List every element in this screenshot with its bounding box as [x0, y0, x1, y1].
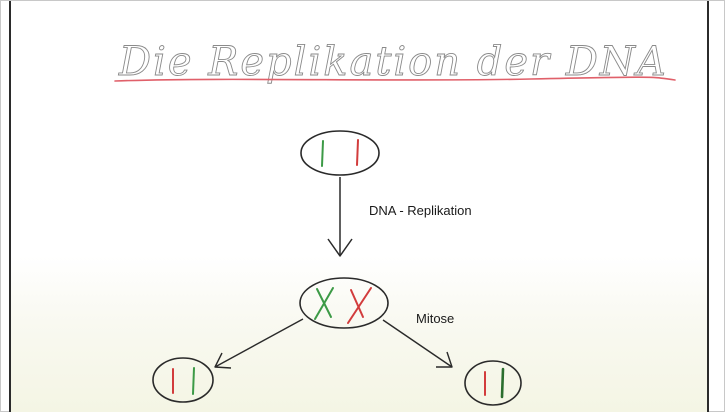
mitosis-arrow-right-line: [382, 319, 453, 368]
mitosis-arrow-right: [382, 319, 453, 368]
right-green-strand: [500, 367, 505, 399]
green-chromatid-b: [314, 287, 334, 320]
red-chromatid-b: [347, 287, 372, 324]
red-chromatid-a: [350, 289, 364, 318]
parent-cell-outline: [300, 130, 380, 176]
parent-cell: [300, 130, 380, 176]
mitosis-arrow-right-head: [436, 351, 453, 368]
replication-arrow: [327, 177, 353, 257]
whiteboard: Die Replikation der DNA DNA - Replikatio…: [9, 1, 709, 412]
parent-green-strand: [321, 140, 324, 167]
replication-label: DNA - Replikation: [369, 203, 472, 218]
replicated-cell: [299, 277, 389, 329]
mitosis-arrow-left: [214, 318, 304, 369]
daughter-cell-left: [152, 357, 214, 403]
mitosis-arrow-left-line: [214, 318, 304, 368]
daughter-cell-right: [464, 360, 522, 406]
mitosis-arrow-left-head: [214, 352, 232, 369]
replicated-cell-outline: [299, 277, 389, 329]
replication-arrow-head: [327, 238, 353, 257]
title-underline: [114, 76, 676, 82]
left-green-strand: [192, 367, 195, 395]
daughter-cell-right-outline: [464, 360, 522, 406]
daughter-cell-left-outline: [152, 357, 214, 403]
replication-diagram: Die Replikation der DNA DNA - Replikatio…: [114, 39, 676, 406]
mitosis-label: Mitose: [416, 311, 454, 326]
parent-red-strand: [356, 139, 359, 166]
